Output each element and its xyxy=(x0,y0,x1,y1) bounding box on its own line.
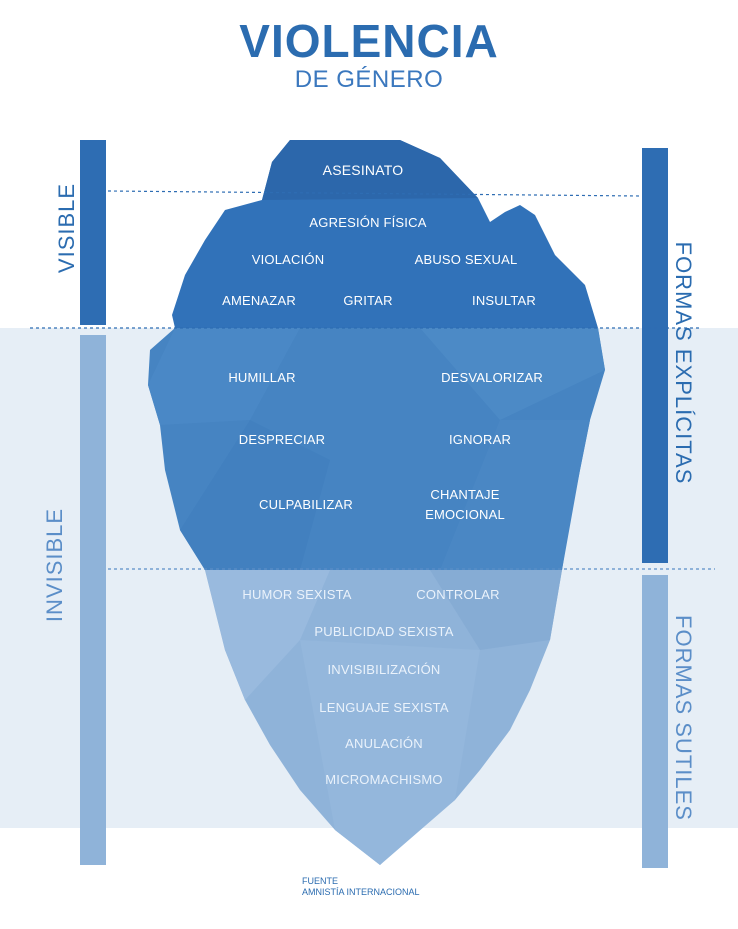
facet xyxy=(205,570,330,700)
term-despreciar: DESPRECIAR xyxy=(238,432,326,447)
term-humor-sexista: HUMOR SEXISTA xyxy=(242,587,352,602)
source-name: AMNISTÍA INTERNACIONAL xyxy=(302,887,420,897)
title: VIOLENCIA xyxy=(239,15,499,67)
term-amenazar: AMENAZAR xyxy=(222,293,296,308)
term-invisibilizacion: INVISIBILIZACIÓN xyxy=(327,662,441,677)
explicit-bar xyxy=(642,148,668,563)
source-heading: FUENTE xyxy=(302,876,338,886)
source-credit: FUENTE AMNISTÍA INTERNACIONAL xyxy=(302,876,420,898)
term-agresion-fisica: AGRESIÓN FÍSICA xyxy=(309,215,427,230)
subtitle: DE GÉNERO xyxy=(294,66,444,93)
facet xyxy=(430,570,562,650)
term-abuso-sexual: ABUSO SEXUAL xyxy=(414,252,518,267)
facet xyxy=(180,420,330,570)
term-insultar: INSULTAR xyxy=(472,293,536,308)
visible-bar xyxy=(80,140,106,325)
subtle-bar xyxy=(642,575,668,868)
invisible-bar xyxy=(80,335,106,865)
visible-threshold-line xyxy=(107,190,641,197)
term-humillar: HUMILLAR xyxy=(228,370,296,385)
facet xyxy=(440,420,590,570)
term-chantaje-line1: CHANTAJE xyxy=(430,487,500,502)
term-publicidad-sexista: PUBLICIDAD SEXISTA xyxy=(314,624,454,639)
visible-label: VISIBLE xyxy=(54,182,79,274)
term-micromachismo: MICROMACHISMO xyxy=(325,772,443,787)
term-desvalorizar: DESVALORIZAR xyxy=(441,370,543,385)
term-culpabilizar: CULPABILIZAR xyxy=(259,497,353,512)
term-lenguaje-sexista: LENGUAJE SEXISTA xyxy=(319,700,449,715)
term-gritar: GRITAR xyxy=(343,293,393,308)
facet xyxy=(300,640,480,865)
subtle-forms-label: FORMAS SUTILES xyxy=(671,615,696,821)
facet xyxy=(148,328,300,425)
term-anulacion: ANULACIÓN xyxy=(345,736,423,751)
term-ignorar: IGNORAR xyxy=(448,432,512,447)
invisible-label: INVISIBLE xyxy=(42,507,67,623)
term-violacion: VIOLACIÓN xyxy=(251,252,325,267)
term-controlar: CONTROLAR xyxy=(416,587,500,602)
facet xyxy=(420,328,605,420)
iceberg-tip xyxy=(262,140,478,200)
explicit-forms-label: FORMAS EXPLÍCITAS xyxy=(671,241,696,485)
term-chantaje-line2: EMOCIONAL xyxy=(425,507,505,522)
term-asesinato: ASESINATO xyxy=(322,162,404,178)
